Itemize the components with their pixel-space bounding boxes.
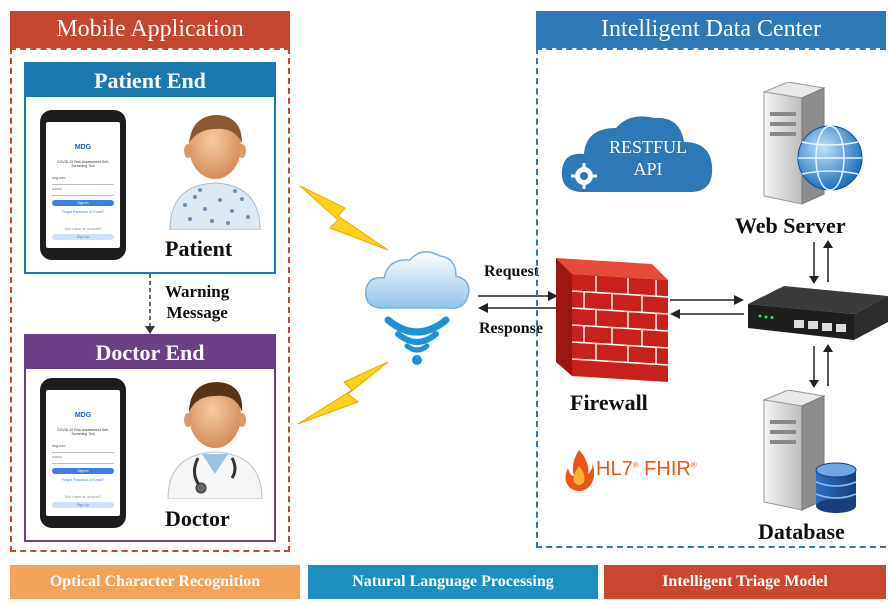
password-field[interactable]: •••••••• bbox=[52, 187, 114, 196]
fhir-text: FHIR bbox=[644, 458, 691, 480]
restful-api-label: RESTFUL API bbox=[608, 137, 687, 179]
doctor-end-title: Doctor End bbox=[26, 336, 274, 369]
footer-nlp: Natural Language Processing bbox=[308, 565, 598, 599]
data-center-frame bbox=[536, 48, 886, 548]
lightning-top-icon bbox=[300, 185, 389, 251]
sign-in-button[interactable]: Sign In bbox=[52, 200, 114, 206]
switch-database-arrows-icon bbox=[809, 344, 833, 388]
footer-ocr-label: Optical Character Recognition bbox=[49, 573, 261, 590]
patient-phone: MDG COVID-19 Risk Assessment Self-Screen… bbox=[40, 110, 126, 260]
forgot-password-link[interactable]: Forgot Password or Email? bbox=[61, 210, 105, 214]
doctor-label: Doctor bbox=[165, 506, 230, 531]
sign-in-button[interactable]: Sign In bbox=[52, 468, 114, 474]
data-center-title: Intelligent Data Center bbox=[601, 16, 821, 42]
email-field[interactable]: abg.com bbox=[52, 444, 114, 453]
wireless-cloud-icon bbox=[365, 251, 470, 365]
web-server-label: Web Server bbox=[735, 213, 846, 238]
phone-logo: MDG bbox=[74, 144, 92, 151]
phone-logo: MDG bbox=[74, 412, 92, 419]
patient-avatar-icon bbox=[169, 115, 261, 230]
warning-message-label: Warning Message bbox=[165, 282, 230, 322]
webserver-switch-arrows-icon bbox=[809, 240, 833, 284]
doctor-phone: MDG COVID-19 Risk Assessment Self-Screen… bbox=[40, 378, 126, 528]
password-field[interactable]: •••••••• bbox=[52, 455, 114, 464]
lightning-bottom-icon bbox=[297, 361, 389, 425]
hl7-fhir-logo: HL7® FHIR® bbox=[596, 458, 697, 480]
sign-up-button[interactable]: Sign Up bbox=[52, 234, 114, 240]
mobile-app-frame bbox=[10, 48, 290, 552]
warning-arrow-icon bbox=[145, 274, 155, 334]
doctor-phone-screen: MDG COVID-19 Risk Assessment Self-Screen… bbox=[46, 390, 120, 516]
hl7-fhir-flame-icon bbox=[565, 450, 594, 491]
patient-phone-screen: MDG COVID-19 Risk Assessment Self-Screen… bbox=[46, 122, 120, 248]
web-server-icon bbox=[762, 82, 863, 205]
footer-nlp-label: Natural Language Processing bbox=[352, 573, 554, 590]
patient-label: Patient bbox=[165, 236, 233, 261]
phone-app-title: COVID-19 Risk Assessment Self-Screening … bbox=[57, 428, 109, 436]
no-account-text: Don't have an account? bbox=[64, 495, 102, 499]
patient-end-title: Patient End bbox=[26, 64, 274, 97]
database-label: Database bbox=[758, 519, 845, 544]
forgot-password-link[interactable]: Forgot Password or Email? bbox=[61, 478, 105, 482]
no-account-text: Don't have an account? bbox=[64, 227, 102, 231]
restful-api-cloud-icon bbox=[561, 116, 713, 192]
mobile-app-header: Mobile Application bbox=[10, 11, 290, 48]
firewall-icon bbox=[556, 258, 668, 382]
response-arrow-icon bbox=[478, 303, 558, 313]
switch-to-firewall-arrow-icon bbox=[670, 309, 744, 319]
request-label: Request bbox=[484, 263, 540, 280]
firewall-to-switch-arrow-icon bbox=[670, 295, 744, 305]
response-label: Response bbox=[479, 320, 544, 337]
email-field[interactable]: abg.com bbox=[52, 176, 114, 185]
phone-app-title: COVID-19 Risk Assessment Self-Screening … bbox=[57, 160, 109, 168]
footer-ocr: Optical Character Recognition bbox=[10, 565, 300, 599]
footer-triage-label: Intelligent Triage Model bbox=[662, 573, 828, 590]
data-center-header: Intelligent Data Center bbox=[536, 11, 886, 48]
sign-up-button[interactable]: Sign Up bbox=[52, 502, 114, 508]
database-icon bbox=[762, 390, 857, 513]
firewall-label: Firewall bbox=[570, 390, 648, 415]
hl7-text: HL7 bbox=[596, 458, 633, 480]
network-switch-icon bbox=[748, 286, 888, 340]
mobile-app-title: Mobile Application bbox=[56, 16, 244, 42]
doctor-avatar-icon bbox=[167, 382, 263, 499]
footer-triage: Intelligent Triage Model bbox=[604, 565, 886, 599]
request-arrow-icon bbox=[478, 291, 558, 301]
